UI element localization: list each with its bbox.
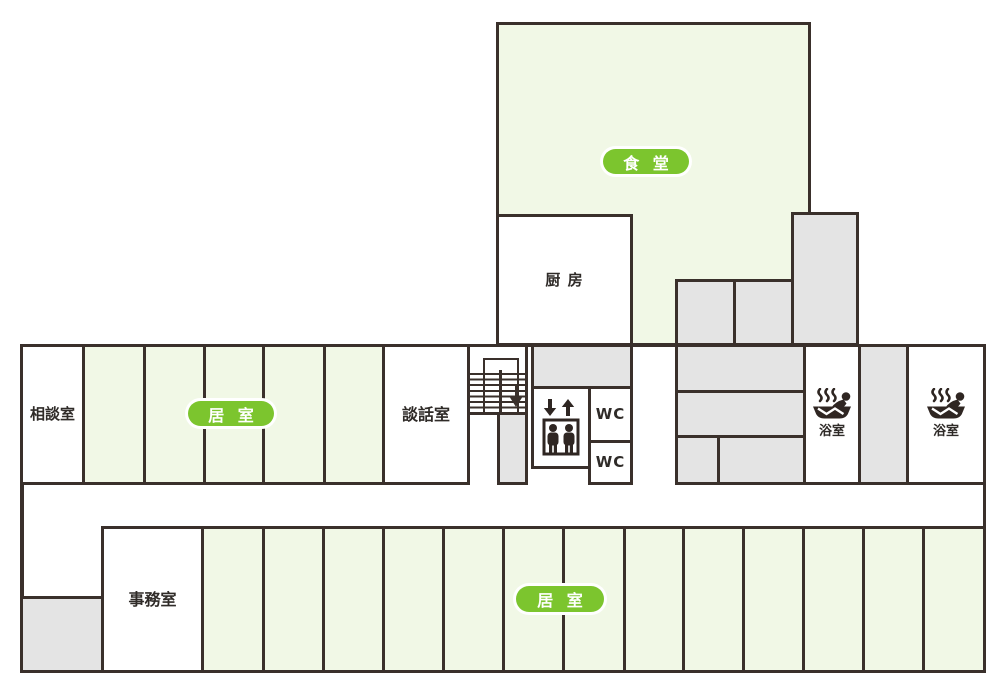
right-outer-wall xyxy=(982,483,986,529)
consultation-room: 相談室 xyxy=(20,344,85,485)
elevator-icon xyxy=(542,399,580,456)
service-room xyxy=(675,344,806,393)
service-room xyxy=(717,435,806,485)
consultation-label: 相談室 xyxy=(29,405,75,424)
kitchen-room: 厨 房 xyxy=(496,214,633,346)
office-label: 事務室 xyxy=(128,589,177,609)
service-room xyxy=(675,435,720,485)
living-room xyxy=(143,344,206,485)
living-room xyxy=(201,526,265,673)
living-top-label-text: 居 室 xyxy=(208,405,258,425)
living-room xyxy=(262,526,325,673)
down-arrow-icon xyxy=(509,396,523,407)
living-room xyxy=(322,526,385,673)
lounge-label: 談話室 xyxy=(401,404,450,424)
living-room xyxy=(682,526,745,673)
service-room xyxy=(497,412,528,485)
down-arrow-icon xyxy=(515,386,518,398)
wc-label: WC xyxy=(595,405,626,424)
service-room xyxy=(20,596,104,673)
living-room xyxy=(922,526,986,673)
living-area-label-top: 居 室 xyxy=(188,401,274,426)
bath-icon xyxy=(927,388,965,419)
wc-label: WC xyxy=(595,453,626,472)
service-room xyxy=(791,212,859,346)
service-room xyxy=(675,279,736,346)
elevator-room xyxy=(531,386,591,469)
bath-label: 浴室 xyxy=(818,424,845,440)
service-room xyxy=(675,390,806,438)
kitchen-label: 厨 房 xyxy=(545,270,584,289)
living-bottom-label-text: 居 室 xyxy=(537,591,587,610)
living-room xyxy=(623,526,685,673)
left-outer-wall xyxy=(20,483,24,599)
bath-icon xyxy=(813,388,851,419)
living-room xyxy=(442,526,505,673)
wc-room: WC xyxy=(588,386,633,443)
bath-room: 浴室 xyxy=(803,344,861,485)
elevator-lobby xyxy=(531,344,633,389)
living-room xyxy=(323,344,385,485)
bath-label: 浴室 xyxy=(932,424,959,440)
living-room xyxy=(742,526,805,673)
living-room xyxy=(82,344,146,485)
living-room xyxy=(382,526,445,673)
office-room: 事務室 xyxy=(101,526,204,673)
dining-label-text: 食 堂 xyxy=(623,153,673,173)
service-room xyxy=(858,344,909,485)
lounge-room: 談話室 xyxy=(382,344,470,485)
bath-room: 浴室 xyxy=(906,344,986,485)
service-room xyxy=(733,279,794,346)
dining-area-label: 食 堂 xyxy=(603,149,689,174)
living-room xyxy=(862,526,925,673)
living-room xyxy=(802,526,865,673)
living-area-label-bottom: 居 室 xyxy=(516,586,604,612)
wc-room: WC xyxy=(588,440,633,485)
stairs-rail xyxy=(499,370,502,415)
